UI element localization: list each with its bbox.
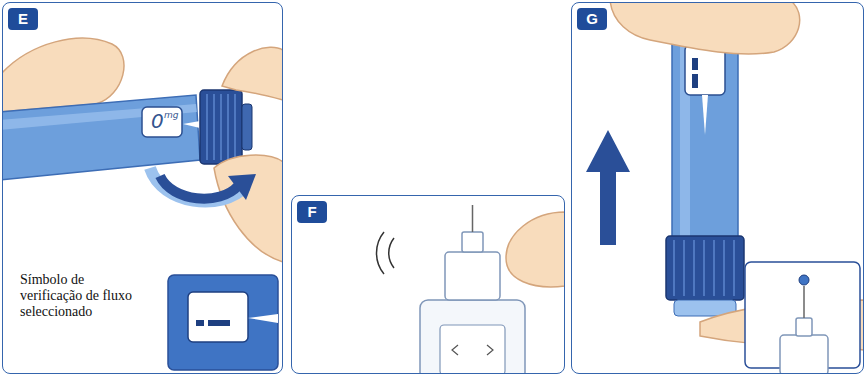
panel-f-art <box>377 205 566 374</box>
needle-hub <box>445 252 500 300</box>
inset-box <box>168 275 278 370</box>
dose-unit: mg <box>164 110 178 120</box>
dose-number: 0 <box>151 109 164 133</box>
cartridge-window <box>440 325 505 374</box>
dose-pointer <box>702 95 708 135</box>
step-letter: E <box>8 8 38 30</box>
top-hand <box>610 2 800 54</box>
pen-end <box>242 104 252 150</box>
needle-base <box>462 232 483 252</box>
up-arrow <box>586 130 630 245</box>
right-fingers <box>222 47 283 100</box>
inset-pointer <box>248 314 278 323</box>
tap-mark <box>389 238 394 268</box>
turn-arrow-light <box>150 168 246 202</box>
window-marks <box>452 345 493 355</box>
flow-check-bar <box>692 74 698 88</box>
inset-needle <box>803 286 805 318</box>
step-panel: G <box>571 2 864 374</box>
inset-hub <box>780 335 828 374</box>
inset-needle-base <box>796 318 812 336</box>
flow-check-mark <box>692 58 698 70</box>
left-hand <box>2 38 124 112</box>
selector-ridges <box>674 240 734 296</box>
needle <box>472 205 474 232</box>
tapping-finger <box>506 212 565 287</box>
flow-check-caption: Símbolo de verificação de fluxo seleccio… <box>20 272 148 320</box>
pen-body <box>2 95 200 180</box>
step-panel: F <box>291 195 565 374</box>
insulin-drop <box>799 275 809 285</box>
turn-arrow <box>160 176 238 199</box>
turn-arrowhead <box>228 174 256 200</box>
dose-pointer <box>183 121 200 128</box>
right-thumb <box>214 155 283 262</box>
tap-mark <box>377 232 385 274</box>
dose-selector <box>200 90 242 164</box>
flow-check-mark <box>196 320 204 326</box>
dose-selector <box>666 236 744 300</box>
inset-window <box>188 292 248 342</box>
dose-window <box>142 107 182 137</box>
flow-check-bar <box>208 320 230 326</box>
step-letter: G <box>577 8 607 30</box>
panel-g-art <box>586 2 864 374</box>
selector-ridges <box>207 94 235 160</box>
pen-top <box>420 300 525 374</box>
step-letter: F <box>297 201 327 223</box>
panel-e-art <box>2 38 283 370</box>
